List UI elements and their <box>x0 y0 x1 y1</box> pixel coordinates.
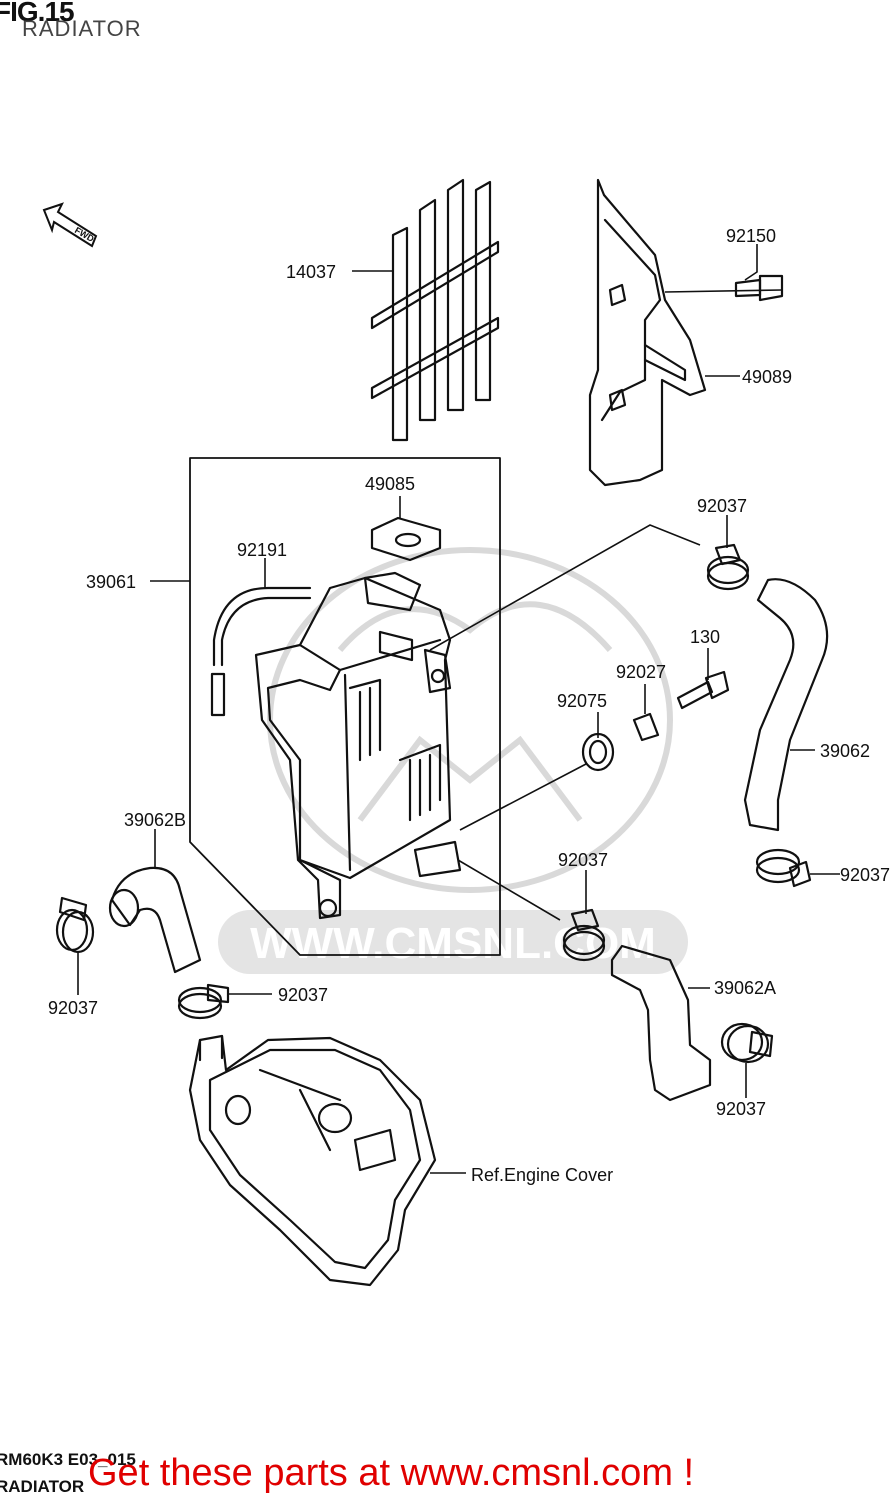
part-label-92191: 92191 <box>237 540 287 560</box>
figure-subtitle: RADIATOR <box>22 16 142 41</box>
part-label-49089: 49089 <box>742 367 792 387</box>
part-label-92037: 92037 <box>840 865 890 885</box>
figure-title: FIG.15 <box>0 0 75 27</box>
hose-clamp-92037-top <box>706 543 750 591</box>
part-label-92037: 92037 <box>716 1099 766 1119</box>
diagram-code: RM60K3 E03_015 <box>0 1450 136 1469</box>
grommet-92075 <box>581 732 615 772</box>
part-label-92037: 92037 <box>48 998 98 1018</box>
bolt-92150 <box>734 274 784 302</box>
part-labels: 14037 92150 49089 49085 92037 92191 3906… <box>48 226 890 1185</box>
part-label-130: 130 <box>690 627 720 647</box>
watermark: WWW.CMSNL.COM <box>218 547 688 974</box>
part-label-39061: 39061 <box>86 572 136 592</box>
collar-92027 <box>632 712 660 742</box>
breather-tube <box>210 586 312 717</box>
radiator-body <box>254 571 462 920</box>
hose-39062b <box>108 866 202 974</box>
part-label-engine-cover: Ref.Engine Cover <box>471 1165 613 1185</box>
part-label-49085: 49085 <box>365 474 415 494</box>
part-label-39062b: 39062B <box>124 810 186 830</box>
fwd-arrow-icon: FWD <box>42 202 98 248</box>
part-label-39062: 39062 <box>820 741 870 761</box>
hose-clamp-92037-bottom-left <box>177 983 230 1020</box>
bolt-130 <box>676 670 730 710</box>
radiator-assembly-box <box>189 457 501 956</box>
radiator-guard <box>370 178 500 442</box>
engine-cover <box>188 1034 437 1287</box>
part-label-92150: 92150 <box>726 226 776 246</box>
hose-39062a <box>610 944 712 1102</box>
radiator-cap <box>370 516 442 562</box>
radiator-shroud <box>588 178 707 487</box>
part-label-92037: 92037 <box>278 985 328 1005</box>
leader-lines <box>77 244 840 1174</box>
part-label-92037: 92037 <box>697 496 747 516</box>
part-label-14037: 14037 <box>286 262 336 282</box>
part-label-92075: 92075 <box>557 691 607 711</box>
part-label-39062a: 39062A <box>714 978 776 998</box>
diagram-name: RADIATOR <box>0 1477 85 1496</box>
hose-39062 <box>743 578 829 832</box>
hose-clamp-92037-bottom-right <box>720 1022 774 1064</box>
hose-clamp-92037-left <box>55 896 95 954</box>
hose-clamp-92037-right <box>755 848 812 888</box>
part-label-92027: 92027 <box>616 662 666 682</box>
promo-link[interactable]: Get these parts at www.cmsnl.com ! <box>88 1452 695 1494</box>
part-label-92037: 92037 <box>558 850 608 870</box>
